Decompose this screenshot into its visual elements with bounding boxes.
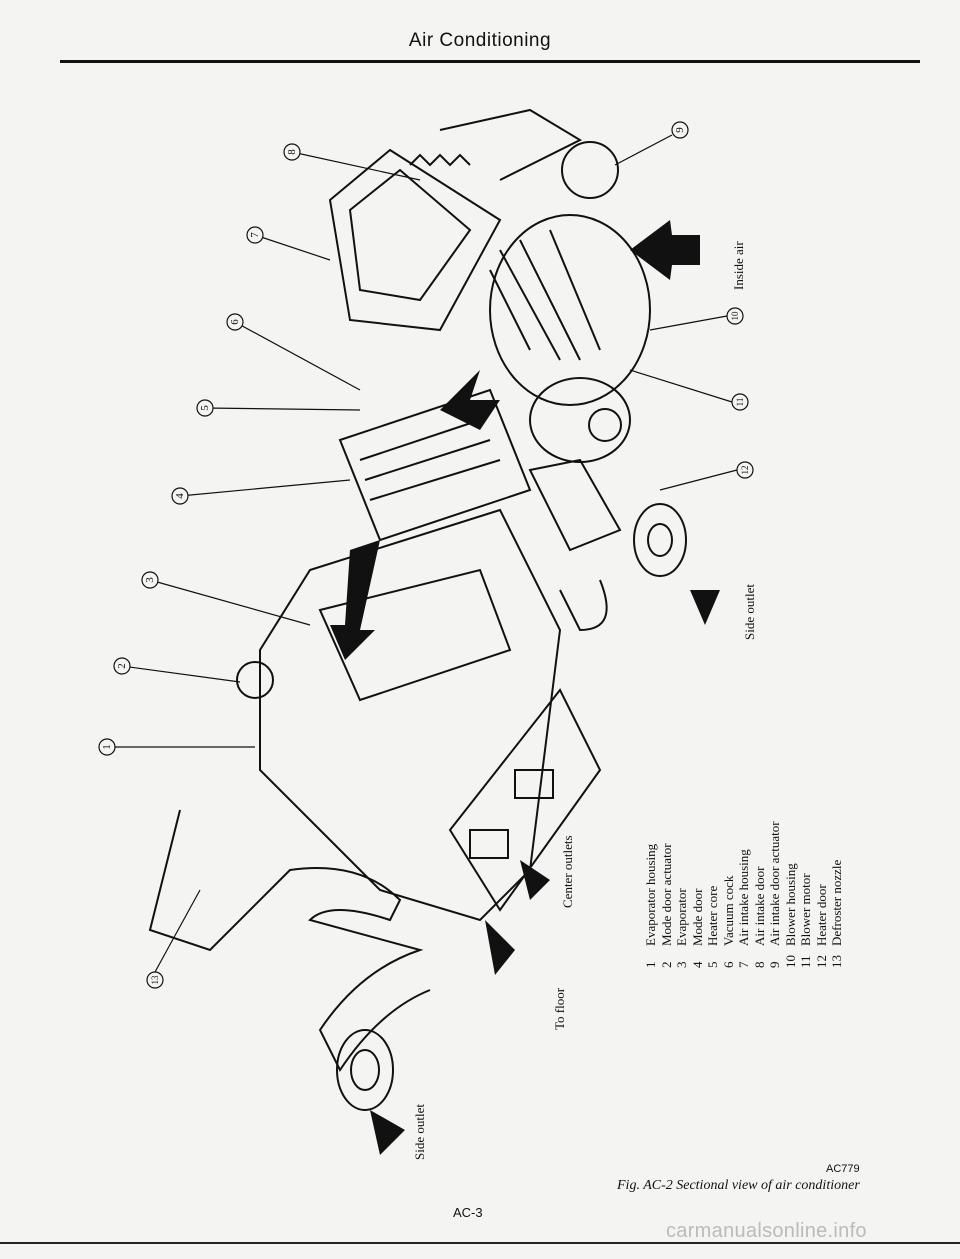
side-outlet-left-nozzle [336, 1029, 394, 1111]
evaporator-housing [259, 508, 562, 922]
label-center-outlets: Center outlets [560, 835, 575, 908]
airflow-arrow-intake [440, 370, 500, 430]
callout-4: 4 [174, 493, 186, 499]
legend-item: 1Evaporator housing [643, 843, 658, 968]
callout-5: 5 [199, 405, 211, 411]
blower-housing [489, 214, 651, 406]
defroster-duct [148, 809, 431, 1072]
label-to-floor: To floor [552, 987, 567, 1030]
air-intake-housing [328, 148, 502, 332]
callout-6: 6 [229, 319, 241, 325]
callout-2: 2 [116, 663, 128, 669]
inside-air-arrow [630, 220, 700, 280]
blower-motor [529, 377, 631, 463]
footer-rule [0, 1242, 960, 1244]
side-outlet-right-nozzle [633, 503, 687, 577]
heater-core [338, 388, 532, 542]
legend-item: 3Evaporator [674, 888, 689, 968]
callout-3: 3 [144, 577, 156, 583]
side-outlet-right-arrow [690, 590, 720, 625]
legend-item: 6Vacuum cock [720, 875, 736, 968]
callout-10: 10 [730, 311, 740, 321]
callout-12: 12 [740, 466, 750, 475]
callout-7: 7 [249, 232, 261, 238]
callout-13: 13 [150, 975, 160, 985]
heater-door [528, 458, 622, 552]
legend-item: 2Mode door actuator [658, 843, 674, 968]
center-outlet-arrow [520, 860, 550, 900]
air-conditioner-diagram: 1 2 3 4 5 6 7 8 9 10 11 12 13 [98, 108, 754, 1155]
airflow-arrow-down [330, 540, 380, 660]
watermark: carmanualsonline.info [666, 1220, 867, 1242]
legend-item: 5Heater core [705, 885, 720, 968]
callout-9: 9 [674, 127, 686, 133]
parts-legend: 1Evaporator housing 2Mode door actuator … [643, 821, 845, 968]
header-rule [60, 60, 920, 63]
page-number: AC-3 [453, 1205, 483, 1220]
page-title: Air Conditioning [408, 30, 552, 51]
legend-item: 10Blower housing [782, 863, 798, 968]
callout-8: 8 [286, 149, 298, 155]
to-floor-arrow [485, 920, 515, 975]
intake-actuator-spring [409, 153, 471, 167]
figure-code: AC779 [826, 1163, 860, 1175]
legend-item: 4Mode door [689, 888, 705, 968]
callout-1: 1 [101, 744, 113, 750]
side-outlet-left-arrow [370, 1110, 405, 1155]
intake-door-actuator [561, 141, 619, 199]
legend-item: 13Defroster nozzle [829, 859, 844, 968]
figure-caption: Fig. AC-2 Sectional view of air conditio… [617, 1178, 860, 1193]
label-side-outlet-right: Side outlet [742, 584, 757, 640]
callout-11: 11 [735, 398, 745, 407]
center-outlet-box [448, 688, 602, 912]
legend-item: 9Air intake door actuator [767, 821, 782, 968]
legend-item: 11Blower motor [798, 873, 813, 968]
legend-item: 12Heater door [813, 884, 829, 968]
label-inside-air: Inside air [731, 241, 746, 290]
mode-door-actuator [236, 661, 274, 699]
legend-item: 7Air intake housing [736, 849, 751, 968]
legend-item: 8Air intake door [751, 866, 767, 968]
label-side-outlet-left: Side outlet [412, 1104, 427, 1160]
